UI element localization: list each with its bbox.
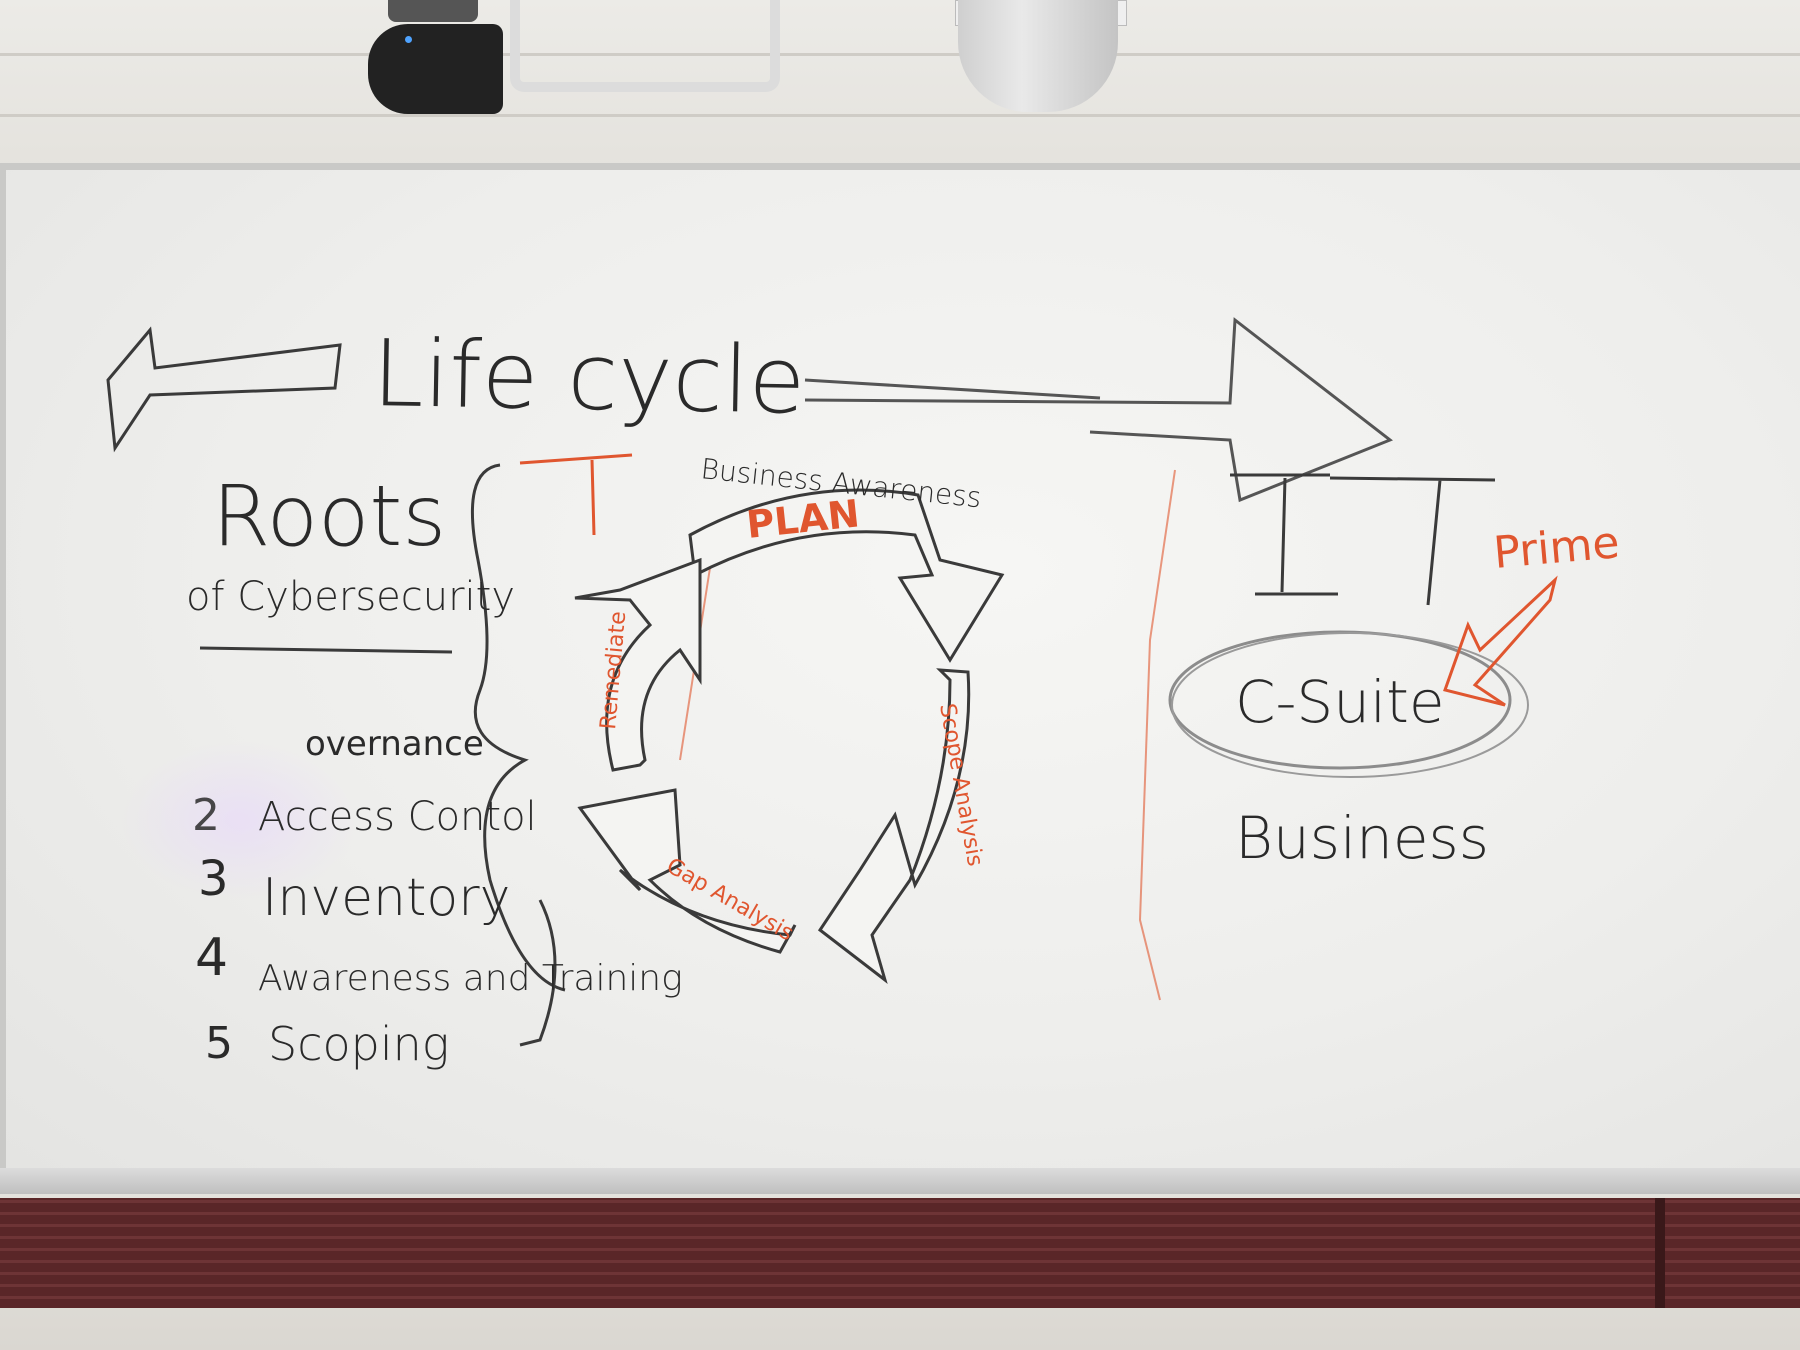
roots-list: overnance 2 Access Contol 3 Inventory 4 … <box>192 724 683 1071</box>
roots-heading: Roots <box>212 467 446 565</box>
title-life-cycle: Life cycle <box>372 320 807 435</box>
ceiling-speaker-icon <box>958 0 1118 112</box>
business-label: Business <box>1235 804 1489 872</box>
roots-item-number: 4 <box>195 928 228 988</box>
gap-arrow-icon <box>577 788 797 954</box>
scope-arrow-icon <box>817 668 971 984</box>
heater-end-cap <box>1655 1198 1665 1308</box>
ceiling-camera-icon <box>368 24 503 114</box>
cycle-stage-plan: PLAN <box>744 491 861 547</box>
red-t-mark <box>519 453 633 536</box>
csuite-label: C-Suite <box>1235 668 1445 736</box>
remediate-arrow-icon <box>574 557 702 772</box>
roots-item-inventory: Inventory <box>262 868 510 928</box>
roots-item-number: 3 <box>198 851 229 907</box>
roots-item-access-control: Access Contol <box>258 794 537 840</box>
roots-subheading: of Cybersecurity <box>186 574 515 620</box>
cycle-diagram <box>574 488 1005 984</box>
whiteboard <box>6 170 1800 1170</box>
roots-bracket <box>519 899 557 1047</box>
roots-divider <box>199 646 453 654</box>
roots-item-number: 5 <box>205 1018 233 1069</box>
csuite-circle <box>1168 630 1512 770</box>
roots-item-awareness: Awareness and Training <box>258 958 683 999</box>
wall-conduit <box>510 0 780 92</box>
camera-mount <box>388 0 478 22</box>
right-arrow-icon <box>804 317 1393 503</box>
roots-brace <box>470 463 566 992</box>
prime-label: Prime <box>1492 517 1622 579</box>
csuite-circle-outer <box>1171 632 1529 778</box>
board-glare <box>120 740 360 900</box>
plan-arrow-icon <box>688 488 1005 663</box>
baseboard-heater <box>0 1198 1800 1308</box>
roots-item-governance: overnance <box>305 724 484 764</box>
marker-tray <box>0 1168 1800 1194</box>
roots-item-scoping: Scoping <box>268 1017 449 1071</box>
it-letters <box>1230 473 1496 606</box>
wall-top <box>0 0 1800 175</box>
camera-led-icon <box>405 36 412 43</box>
left-arrow-icon <box>106 326 342 453</box>
roots-item-number: 2 <box>192 790 220 841</box>
prime-arrow-icon <box>1443 575 1558 707</box>
